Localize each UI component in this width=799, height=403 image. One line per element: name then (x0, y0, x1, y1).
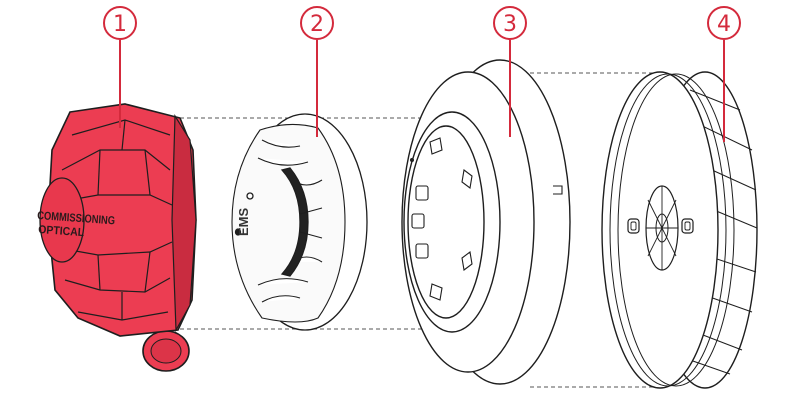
callout-1-circle (103, 6, 137, 40)
cap-optical-window (39, 177, 85, 263)
detector-brand-logo: EMS (236, 208, 251, 237)
commissioning-cap: COMMISSIONING OPTICAL (37, 103, 197, 372)
base-clip (461, 251, 473, 271)
detector-face (231, 123, 346, 323)
backbox-hub-spokes (646, 186, 678, 270)
cap-pull-tab-inner (150, 338, 182, 364)
back-box (601, 71, 758, 389)
callout-3-circle (493, 6, 527, 40)
detector-led-icon (234, 228, 242, 236)
detector-screw-icon (246, 192, 254, 200)
base-terminal (411, 213, 425, 229)
callout-2-number: 2 (310, 12, 324, 37)
base-clip (461, 169, 473, 189)
base-dot (410, 158, 414, 162)
callouts: 1 2 3 4 (103, 6, 741, 142)
backbox-screw-slot-right (681, 218, 694, 234)
base-terminals (411, 137, 473, 301)
detector-fins (299, 207, 323, 239)
cap-label-optical: OPTICAL (38, 224, 85, 239)
callout-3-number: 3 (503, 12, 517, 37)
cap-label-commissioning: COMMISSIONING (37, 210, 116, 227)
callout-4-circle (707, 6, 741, 40)
backbox-rim-2 (617, 73, 735, 387)
backbox-screw-slot-left-inner (630, 221, 637, 231)
callout-2-circle (300, 6, 334, 40)
callout-1-number: 1 (113, 12, 127, 37)
detector-head: EMS (231, 113, 368, 331)
callout-leaders (119, 40, 725, 142)
base-clip (429, 137, 443, 155)
mounting-base (401, 59, 571, 385)
backbox-rim-1 (609, 73, 727, 387)
base-clip (429, 283, 443, 301)
cap-rim (171, 113, 197, 333)
backbox-screw-slot-left (627, 218, 640, 234)
backbox-screw-slot-right-inner (684, 221, 691, 231)
base-side-peg (553, 185, 563, 195)
base-terminal (415, 185, 429, 201)
cap-facets (61, 119, 173, 321)
detector-chamber (280, 167, 309, 277)
base-terminal (415, 243, 429, 259)
callout-4-number: 4 (717, 12, 731, 37)
